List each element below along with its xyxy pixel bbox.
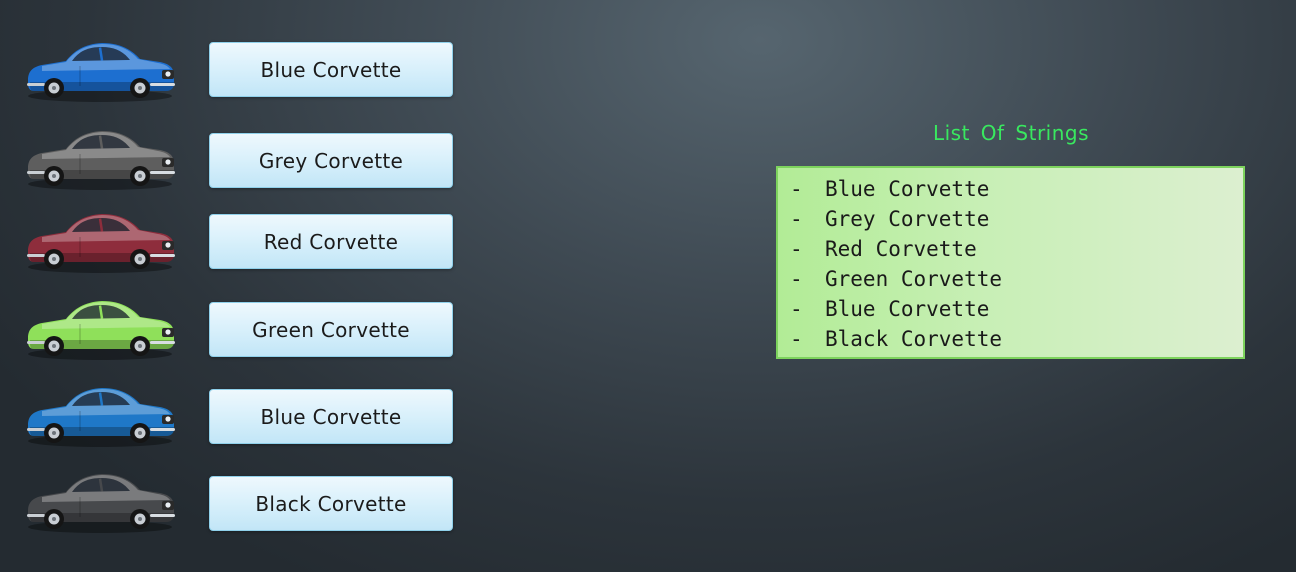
list-bullet: - <box>790 177 803 201</box>
car-label-black: Black Corvette <box>209 476 453 531</box>
list-bullet: - <box>790 267 803 291</box>
blue-car-icon <box>22 381 178 451</box>
list-bullet: - <box>790 207 803 231</box>
car-label-grey: Grey Corvette <box>209 133 453 188</box>
car-row-green: Green Corvette <box>0 294 470 364</box>
list-item: -Green Corvette <box>790 264 1243 294</box>
green-car-icon <box>22 294 178 364</box>
car-row-red: Red Corvette <box>0 207 470 277</box>
list-item: -Red Corvette <box>790 234 1243 264</box>
car-row-grey: Grey Corvette <box>0 124 470 194</box>
list-item: -Blue Corvette <box>790 174 1243 204</box>
car-row-blue-2: Blue Corvette <box>0 381 470 451</box>
list-item-text: Grey Corvette <box>825 207 990 231</box>
list-bullet: - <box>790 327 803 351</box>
list-item-text: Red Corvette <box>825 237 977 261</box>
list-item-text: Blue Corvette <box>825 297 990 321</box>
car-label-red: Red Corvette <box>209 214 453 269</box>
blue-car-icon <box>22 36 178 106</box>
car-row-blue: Blue Corvette <box>0 36 470 106</box>
red-car-icon <box>22 207 178 277</box>
grey-car-icon <box>22 124 178 194</box>
list-item: -Blue Corvette <box>790 294 1243 324</box>
car-row-black: Black Corvette <box>0 467 470 537</box>
list-item-text: Blue Corvette <box>825 177 990 201</box>
car-label-blue-2: Blue Corvette <box>209 389 453 444</box>
list-title: List Of Strings <box>932 121 1090 145</box>
list-bullet: - <box>790 297 803 321</box>
list-item: -Black Corvette <box>790 324 1243 354</box>
list-item-text: Green Corvette <box>825 267 1003 291</box>
list-item: -Grey Corvette <box>790 204 1243 234</box>
car-label-green: Green Corvette <box>209 302 453 357</box>
list-item-text: Black Corvette <box>825 327 1003 351</box>
black-car-icon <box>22 467 178 537</box>
string-list-box: -Blue Corvette -Grey Corvette -Red Corve… <box>776 166 1245 359</box>
list-bullet: - <box>790 237 803 261</box>
car-label-blue: Blue Corvette <box>209 42 453 97</box>
